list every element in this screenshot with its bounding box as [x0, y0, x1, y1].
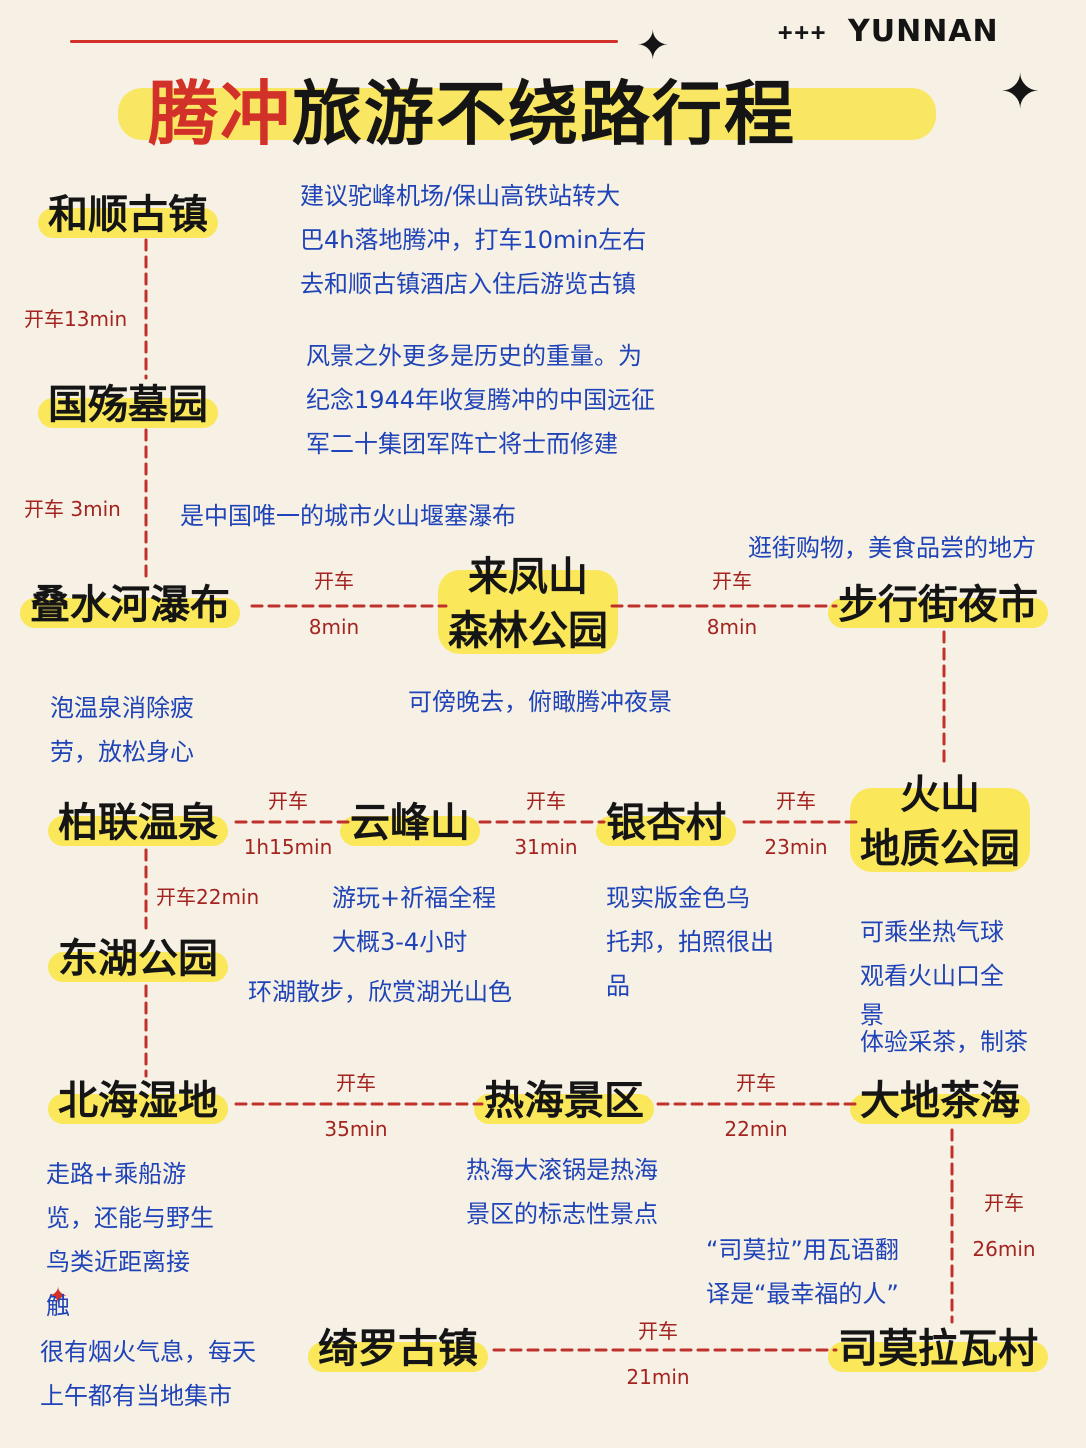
note-rehai: 热海大滚锅是热海景区的标志性景点 — [466, 1156, 658, 1228]
note-heshun: 建议驼峰机场/保山高铁站转大巴4h落地腾冲，打车10min左右去和顺古镇酒店入住… — [300, 182, 647, 298]
note-simola: “司莫拉”用瓦语翻译是“最幸福的人” — [706, 1236, 899, 1308]
title-accent: 腾冲 — [148, 73, 292, 155]
node-dadi: 大地茶海 — [850, 1074, 1030, 1128]
node-qiluo: 绮罗古镇 — [308, 1322, 488, 1376]
leg-bolian-donghu: 开车22min — [156, 885, 260, 909]
sparkle-icon: ✦ — [1000, 64, 1041, 120]
page-title: 腾冲旅游不绕路行程 — [148, 58, 796, 159]
node-yinxing: 银杏村 — [596, 796, 736, 850]
note-donghu: 环湖散步，欣赏湖光山色 — [248, 978, 512, 1006]
note-beihai: 走路+乘船游览，还能与野生鸟类近距离接触 — [46, 1160, 214, 1320]
node-yunfeng: 云峰山 — [340, 796, 480, 850]
title-highlight — [118, 88, 936, 140]
top-rule — [70, 40, 618, 43]
node-rehai: 热海景区 — [474, 1074, 654, 1128]
note-dadi: 体验采茶，制茶 — [860, 1028, 1028, 1056]
note-laifeng: 可傍晚去，俯瞰腾冲夜景 — [408, 688, 672, 716]
node-bolian: 柏联温泉 — [48, 796, 228, 850]
note-buxingjie: 逛街购物，美食品尝的地方 — [748, 534, 1036, 562]
node-huoshan: 火山地质公园 — [850, 768, 1030, 876]
note-qiluo: 很有烟火气息，每天上午都有当地集市 — [40, 1338, 256, 1410]
node-simola: 司莫拉瓦村 — [828, 1322, 1048, 1376]
title-rest: 旅游不绕路行程 — [292, 73, 796, 155]
node-buxingjie: 步行街夜市 — [828, 578, 1048, 632]
brand-label: YUNNAN — [848, 14, 999, 49]
node-dieshui: 叠水河瀑布 — [20, 578, 240, 632]
leg-heshun-guoshang: 开车13min — [24, 307, 128, 331]
note-guoshang: 风景之外更多是历史的重量。为纪念1944年收复腾冲的中国远征军二十集团军阵亡将士… — [306, 342, 656, 458]
note-yinxing: 现实版金色乌托邦，拍照很出品 — [606, 884, 774, 1000]
sparkle-icon: ✦ — [636, 23, 670, 69]
node-donghu: 东湖公园 — [48, 932, 228, 986]
note-bolian: 泡温泉消除疲劳，放松身心 — [50, 694, 194, 766]
sparkle-icon: ✦ — [48, 1282, 69, 1310]
leg-guoshang-dieshui: 开车 3min — [24, 497, 121, 521]
node-guoshang: 国殇墓园 — [38, 378, 218, 432]
note-yunfeng: 游玩+祈福全程大概3-4小时 — [332, 884, 497, 956]
note-huoshan: 可乘坐热气球观看火山口全景 — [860, 918, 1004, 1029]
node-beihai: 北海湿地 — [48, 1074, 228, 1128]
node-heshun: 和顺古镇 — [38, 188, 218, 242]
node-laifeng: 来凤山森林公园 — [438, 550, 618, 658]
note-dieshui: 是中国唯一的城市火山堰塞瀑布 — [180, 502, 516, 530]
plus-marks: +++ — [778, 18, 828, 46]
